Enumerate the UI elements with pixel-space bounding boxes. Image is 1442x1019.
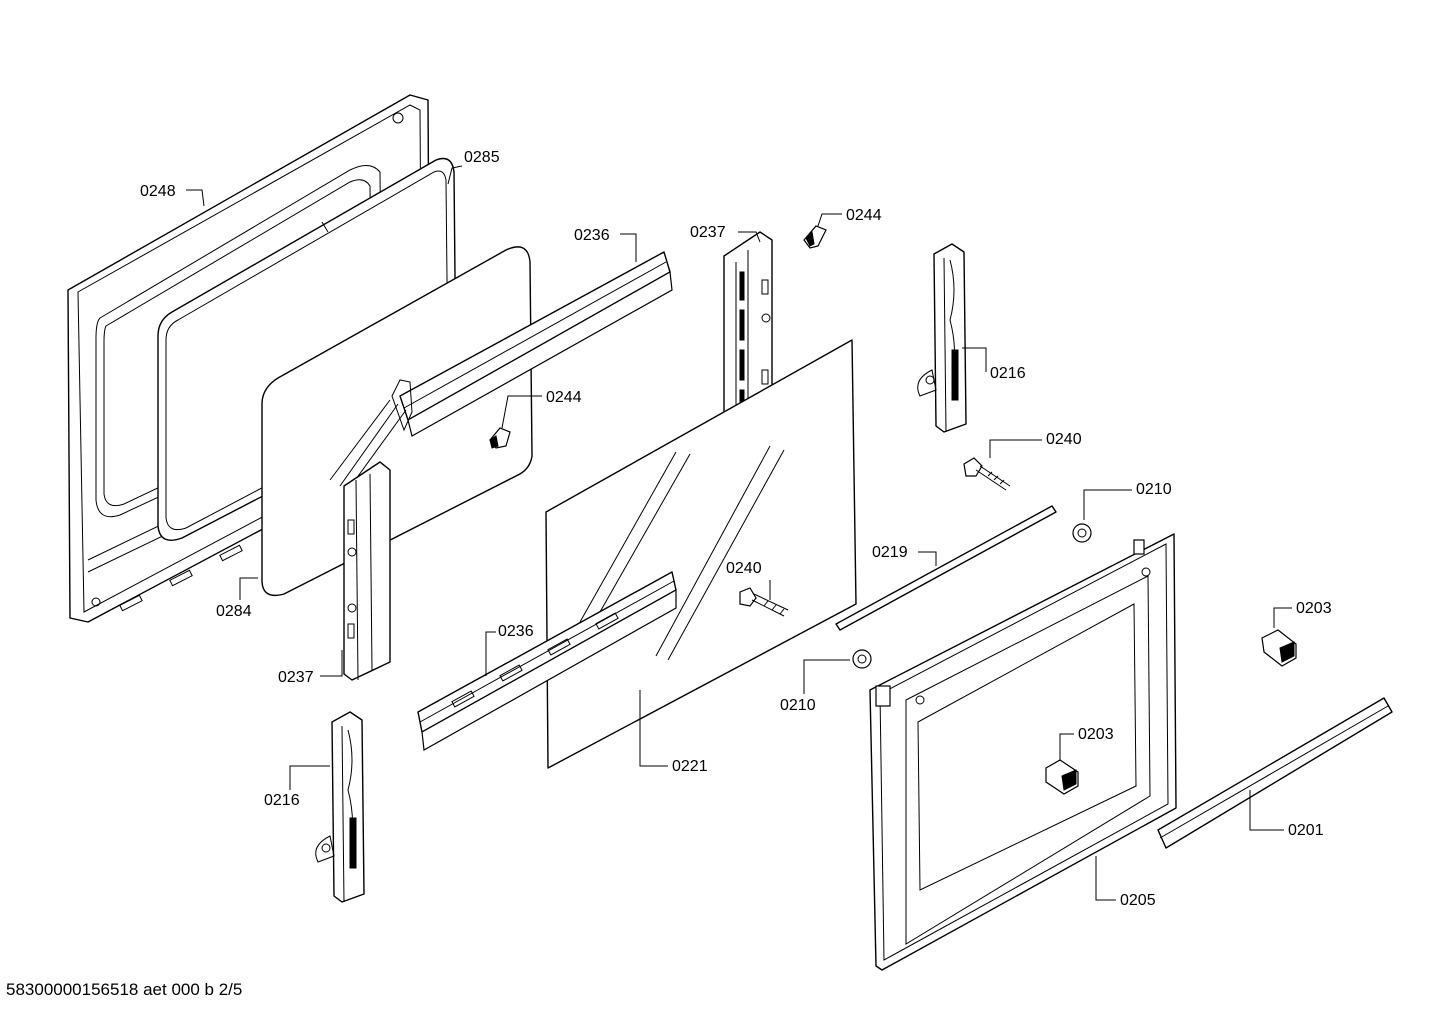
callout-0210-right: 0210 bbox=[1136, 481, 1172, 498]
callout-0285: 0285 bbox=[464, 149, 500, 166]
hinge-0216-lower bbox=[315, 711, 365, 903]
cap-0203-right bbox=[1261, 629, 1297, 667]
outer-door-0205 bbox=[869, 533, 1177, 971]
hinge-0216-upper bbox=[917, 243, 967, 433]
callout-0237-lower: 0237 bbox=[278, 669, 314, 686]
callout-0203-right: 0203 bbox=[1296, 600, 1332, 617]
screw-0240-middle bbox=[739, 587, 789, 617]
callout-0219: 0219 bbox=[872, 544, 908, 561]
document-id: 58300000156518 aet 000 b 2/5 bbox=[6, 980, 243, 999]
bushing-0210-middle bbox=[852, 649, 872, 669]
clip-0244-top bbox=[803, 225, 827, 249]
rod-0219 bbox=[835, 505, 1057, 631]
middle-glass-0221 bbox=[545, 339, 857, 769]
clip-0244-middle bbox=[489, 427, 511, 449]
callout-0236-upper: 0236 bbox=[574, 227, 610, 244]
bracket-0237-lower bbox=[343, 461, 391, 681]
callout-0284: 0284 bbox=[216, 603, 252, 620]
callout-0236-lower: 0236 bbox=[498, 623, 534, 640]
callout-0244-middle: 0244 bbox=[546, 389, 582, 406]
callout-0240-middle: 0240 bbox=[726, 560, 762, 577]
callout-0203-door: 0203 bbox=[1078, 726, 1114, 743]
bushing-0210-right bbox=[1072, 523, 1092, 543]
callout-0210-middle: 0210 bbox=[780, 697, 816, 714]
screw-0240-right bbox=[963, 457, 1011, 491]
callout-0237-upper: 0237 bbox=[690, 224, 726, 241]
inner-glass-0284 bbox=[261, 246, 533, 597]
trim-strip-0201 bbox=[1157, 697, 1393, 849]
callout-0244-top: 0244 bbox=[846, 207, 882, 224]
rail-0236-upper bbox=[329, 251, 673, 491]
callout-0248: 0248 bbox=[140, 183, 176, 200]
callout-0216-upper: 0216 bbox=[990, 365, 1026, 382]
callout-0205: 0205 bbox=[1120, 892, 1156, 909]
callout-labels: 0248 0285 0236 0237 0244 0216 0244 0240 … bbox=[140, 149, 1332, 909]
callout-0216-lower: 0216 bbox=[264, 792, 300, 809]
callout-0240-right: 0240 bbox=[1046, 431, 1082, 448]
cap-0203-door bbox=[1045, 759, 1079, 795]
leader-lines bbox=[186, 165, 1292, 901]
callout-0201: 0201 bbox=[1288, 822, 1324, 839]
callout-0221: 0221 bbox=[672, 758, 708, 775]
rail-0236-lower bbox=[417, 571, 677, 751]
